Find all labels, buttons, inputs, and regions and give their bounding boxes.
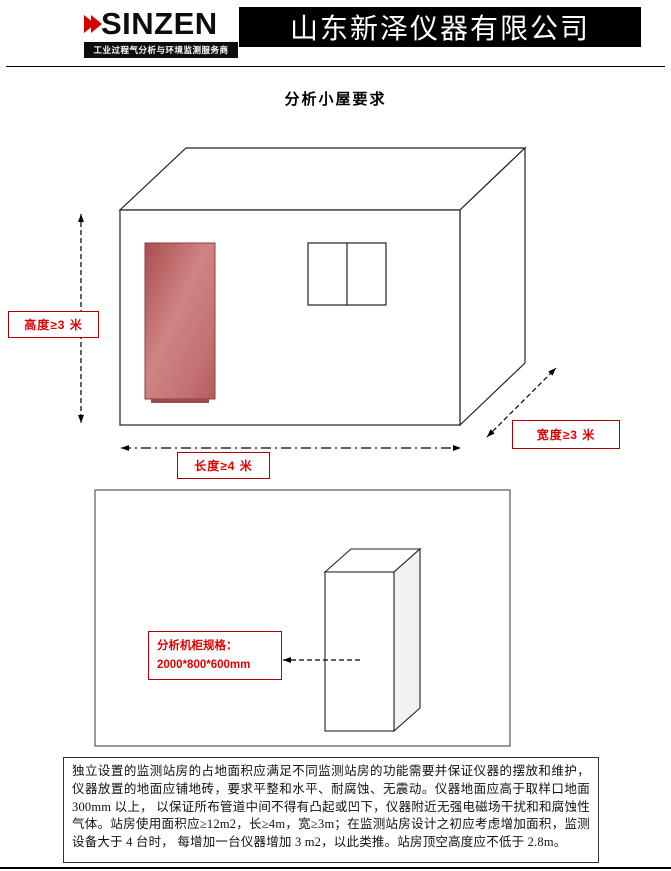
company-name-banner: 山东新泽仪器有限公司 <box>239 7 641 47</box>
header-divider <box>6 66 665 67</box>
rack-front-face <box>324 571 395 732</box>
page-title: 分析小屋要求 <box>284 91 387 108</box>
rack-spec-title: 分析机柜规格： <box>157 640 238 653</box>
cabin-top-face <box>118 147 527 211</box>
length-dimension-label: 长度≥4 米 <box>177 452 270 479</box>
detail-panel-border <box>94 489 511 747</box>
height-dimension-label: 高度≥3 米 <box>8 311 99 338</box>
width-dimension-label: 宽度≥3 米 <box>512 420 620 449</box>
footer-rule <box>0 867 671 869</box>
logo-block: SINZEN 工业过程气分析与环境监测服务商 <box>84 8 240 58</box>
logo-row: SINZEN <box>84 8 240 39</box>
logo-text: SINZEN <box>101 6 218 41</box>
width-arrow <box>486 367 557 438</box>
rack-spec-label: 分析机柜规格： 2000*800*600mm <box>148 631 282 680</box>
equipment-cabinet <box>144 242 216 400</box>
logo-arrows-icon <box>84 14 102 33</box>
chevron-icon <box>84 14 95 33</box>
requirements-notes: 独立设置的监测站房的占地面积应满足不同监测站房的功能需要并保证仪器的摆放和维护，… <box>63 757 599 863</box>
rack-side-face <box>393 547 421 733</box>
logo-tagline: 工业过程气分析与环境监测服务商 <box>84 42 238 58</box>
rack-spec-value: 2000*800*600mm <box>157 658 251 671</box>
cabinet-base <box>151 399 209 403</box>
chevron-icon <box>91 14 102 33</box>
